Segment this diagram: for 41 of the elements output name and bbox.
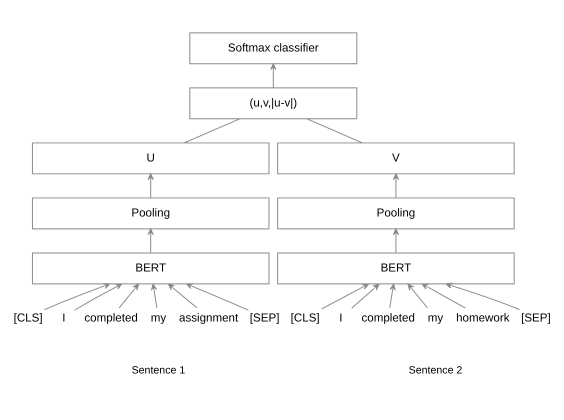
arrow xyxy=(168,283,198,308)
node-text: I xyxy=(339,312,342,324)
node-box: BERT xyxy=(277,252,515,284)
arrow xyxy=(422,282,466,308)
node-box: Softmax classifier xyxy=(189,32,358,64)
arrow xyxy=(44,282,110,310)
arrow xyxy=(320,283,369,310)
arrow xyxy=(74,283,122,310)
connector xyxy=(306,118,363,143)
arrow xyxy=(148,172,154,198)
node-text: my xyxy=(428,312,444,324)
node-box: Pooling xyxy=(32,196,270,229)
arrow xyxy=(270,62,276,88)
arrow xyxy=(186,282,249,310)
arrow xyxy=(392,228,399,253)
arrow xyxy=(150,283,158,308)
node-text: I xyxy=(62,312,66,324)
arrow xyxy=(408,283,428,308)
label: Sentence 2 xyxy=(408,364,462,376)
node-text: assignment xyxy=(179,312,238,324)
node-box: V xyxy=(277,142,515,174)
node-text: [SEP] xyxy=(250,312,280,324)
arrow xyxy=(389,283,396,308)
node-box: U xyxy=(32,142,270,174)
node-text: homework xyxy=(456,312,510,324)
node-text: completed xyxy=(84,312,138,324)
arrow xyxy=(351,283,380,308)
node-text: [CLS] xyxy=(290,312,320,324)
node-box: Pooling xyxy=(277,196,515,229)
node-text: [CLS] xyxy=(14,312,43,324)
label: Sentence 1 xyxy=(132,364,186,376)
arrow xyxy=(445,282,520,310)
node-box: BERT xyxy=(32,252,270,284)
connector xyxy=(184,118,240,143)
node-box: (u,v,|u-v|) xyxy=(189,86,358,119)
arrow xyxy=(148,228,154,253)
arrow xyxy=(118,283,140,308)
arrow xyxy=(392,172,399,198)
node-text: completed xyxy=(361,312,415,324)
node-text: my xyxy=(150,312,166,324)
node-text: [SEP] xyxy=(521,312,551,324)
